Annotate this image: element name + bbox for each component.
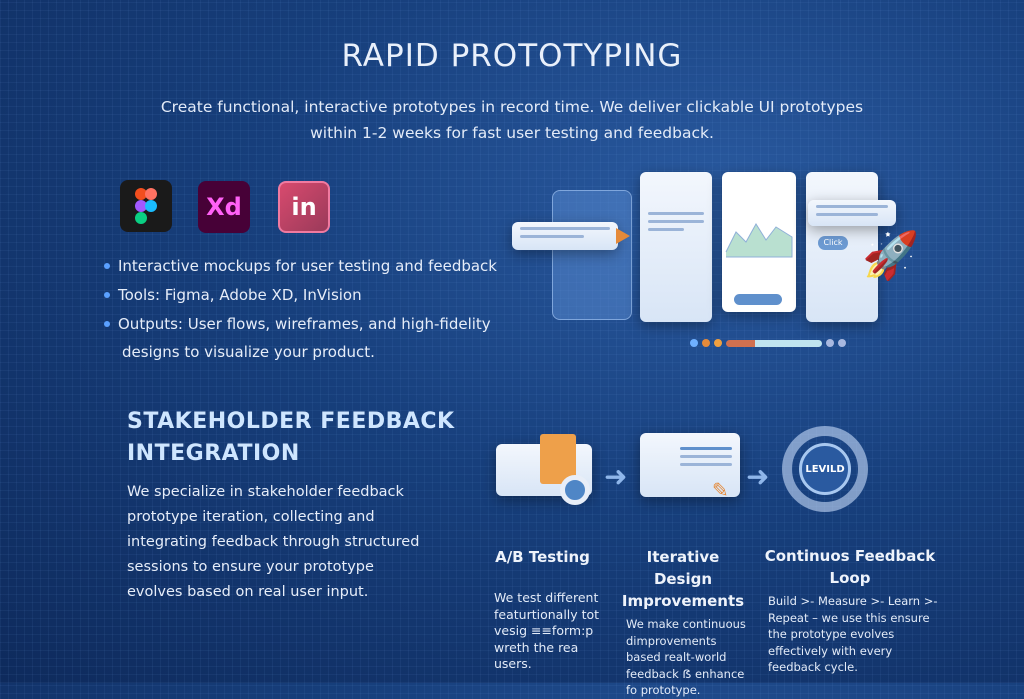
screen-mockup [640,172,712,322]
bullet-dot-icon [104,263,110,269]
column-title: Continuos Feedback Loop [764,547,936,587]
chart-screen-mockup [722,172,796,312]
mock-button: Click [818,236,848,250]
progress-indicator [690,338,860,348]
bullet-dot-icon [104,321,110,327]
column-ab-testing: A/B Testing We test different featurtion… [480,546,605,673]
page-title: RAPID PROTOTYPING [341,38,683,74]
column-feedback-loop: Continuos Feedback Loop Build >- Measure… [762,545,938,676]
screen-mockup: Click [806,172,878,322]
rocket-icon: 🚀 [862,228,920,282]
bullet-text: Outputs: User flows, wireframes, and hig… [118,315,491,333]
bullet-text: Interactive mockups for user testing and… [118,257,497,275]
bullet-text: Tools: Figma, Adobe XD, InVision [118,286,362,304]
cta-button [734,294,782,305]
figma-icon [120,180,172,232]
column-body: We make continuous dimprovements based r… [626,617,746,697]
invision-icon: in [278,181,330,233]
subtitle: Create functional, interactive prototype… [160,98,864,142]
magnifier-icon [560,475,590,505]
bullet-item: Tools: Figma, Adobe XD, InVision [104,286,362,304]
orange-arrow-icon [616,228,630,244]
column-body: Build >- Measure >- Learn >- Repeat – we… [768,594,938,674]
heading-line: STAKEHOLDER FEEDBACK [127,409,455,434]
section-heading: STAKEHOLDER FEEDBACK INTEGRATION [127,406,455,470]
feedback-loop-icon: LEVILD [782,426,868,512]
bullet-item: Outputs: User flows, wireframes, and hig… [104,315,491,333]
pencil-icon: ✎ [712,478,729,502]
bullet-continuation: designs to visualize your product. [122,343,375,361]
iterative-design-illustration [640,433,740,497]
adobe-xd-icon: Xd [198,181,250,233]
loop-label: LEVILD [799,443,851,495]
column-title: A/B Testing [495,548,590,566]
heading-line: INTEGRATION [127,441,300,466]
bullet-item: Interactive mockups for user testing and… [104,257,497,275]
arrow-right-icon: ➜ [604,460,628,493]
arrow-right-icon: ➜ [746,460,770,493]
column-iterative-design: Iterative Design Improvements We make co… [618,546,748,699]
section-body: We specialize in stakeholder feedback pr… [127,484,420,600]
phone-mockup [552,190,632,320]
popup-card [512,222,618,250]
column-body: We test different featurtionally tot ves… [494,590,600,671]
column-title: Iterative Design Improvements [621,548,745,610]
popup-card [808,200,896,226]
bullet-dot-icon [104,292,110,298]
